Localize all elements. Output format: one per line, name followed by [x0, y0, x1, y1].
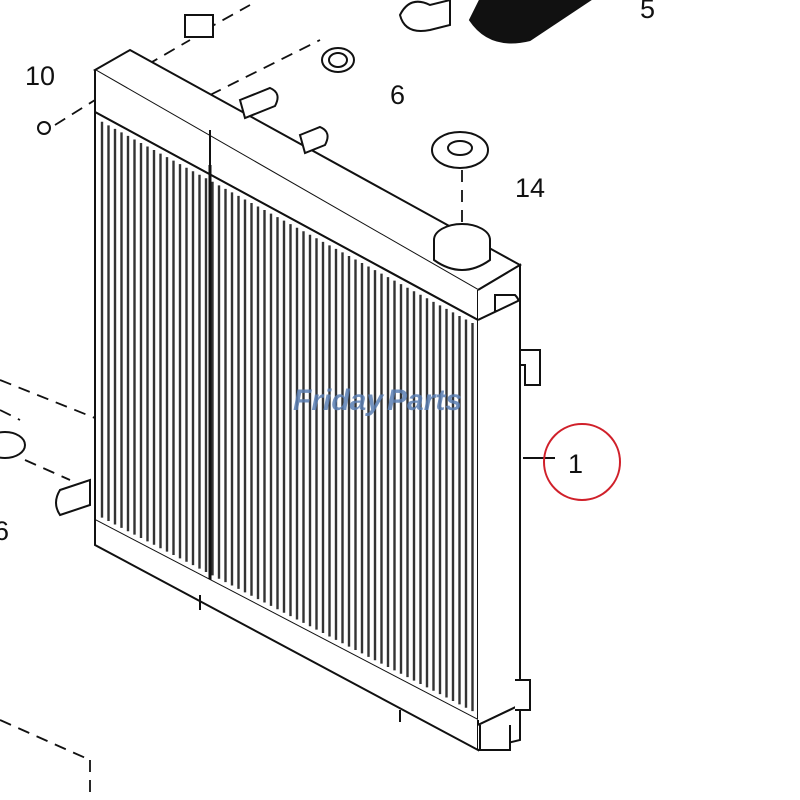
callout-6-left: 6: [0, 516, 9, 546]
bracket-clip: [184, 14, 214, 38]
radiator-cap-14: [431, 131, 489, 169]
callout-10: 10: [25, 61, 55, 91]
hose-stub: [398, 0, 451, 32]
hose-clamp-top: [321, 47, 355, 73]
callout-6-top: 6: [390, 80, 405, 110]
side-tank: [477, 298, 521, 726]
callout-5: 5: [640, 0, 655, 24]
callout-1: 1: [568, 449, 583, 479]
hose-clamp-left: [0, 431, 26, 459]
hose-5: [468, 0, 592, 44]
callout-14: 14: [515, 173, 545, 203]
nut-10: [37, 121, 51, 135]
highlight-circle: [543, 423, 621, 501]
